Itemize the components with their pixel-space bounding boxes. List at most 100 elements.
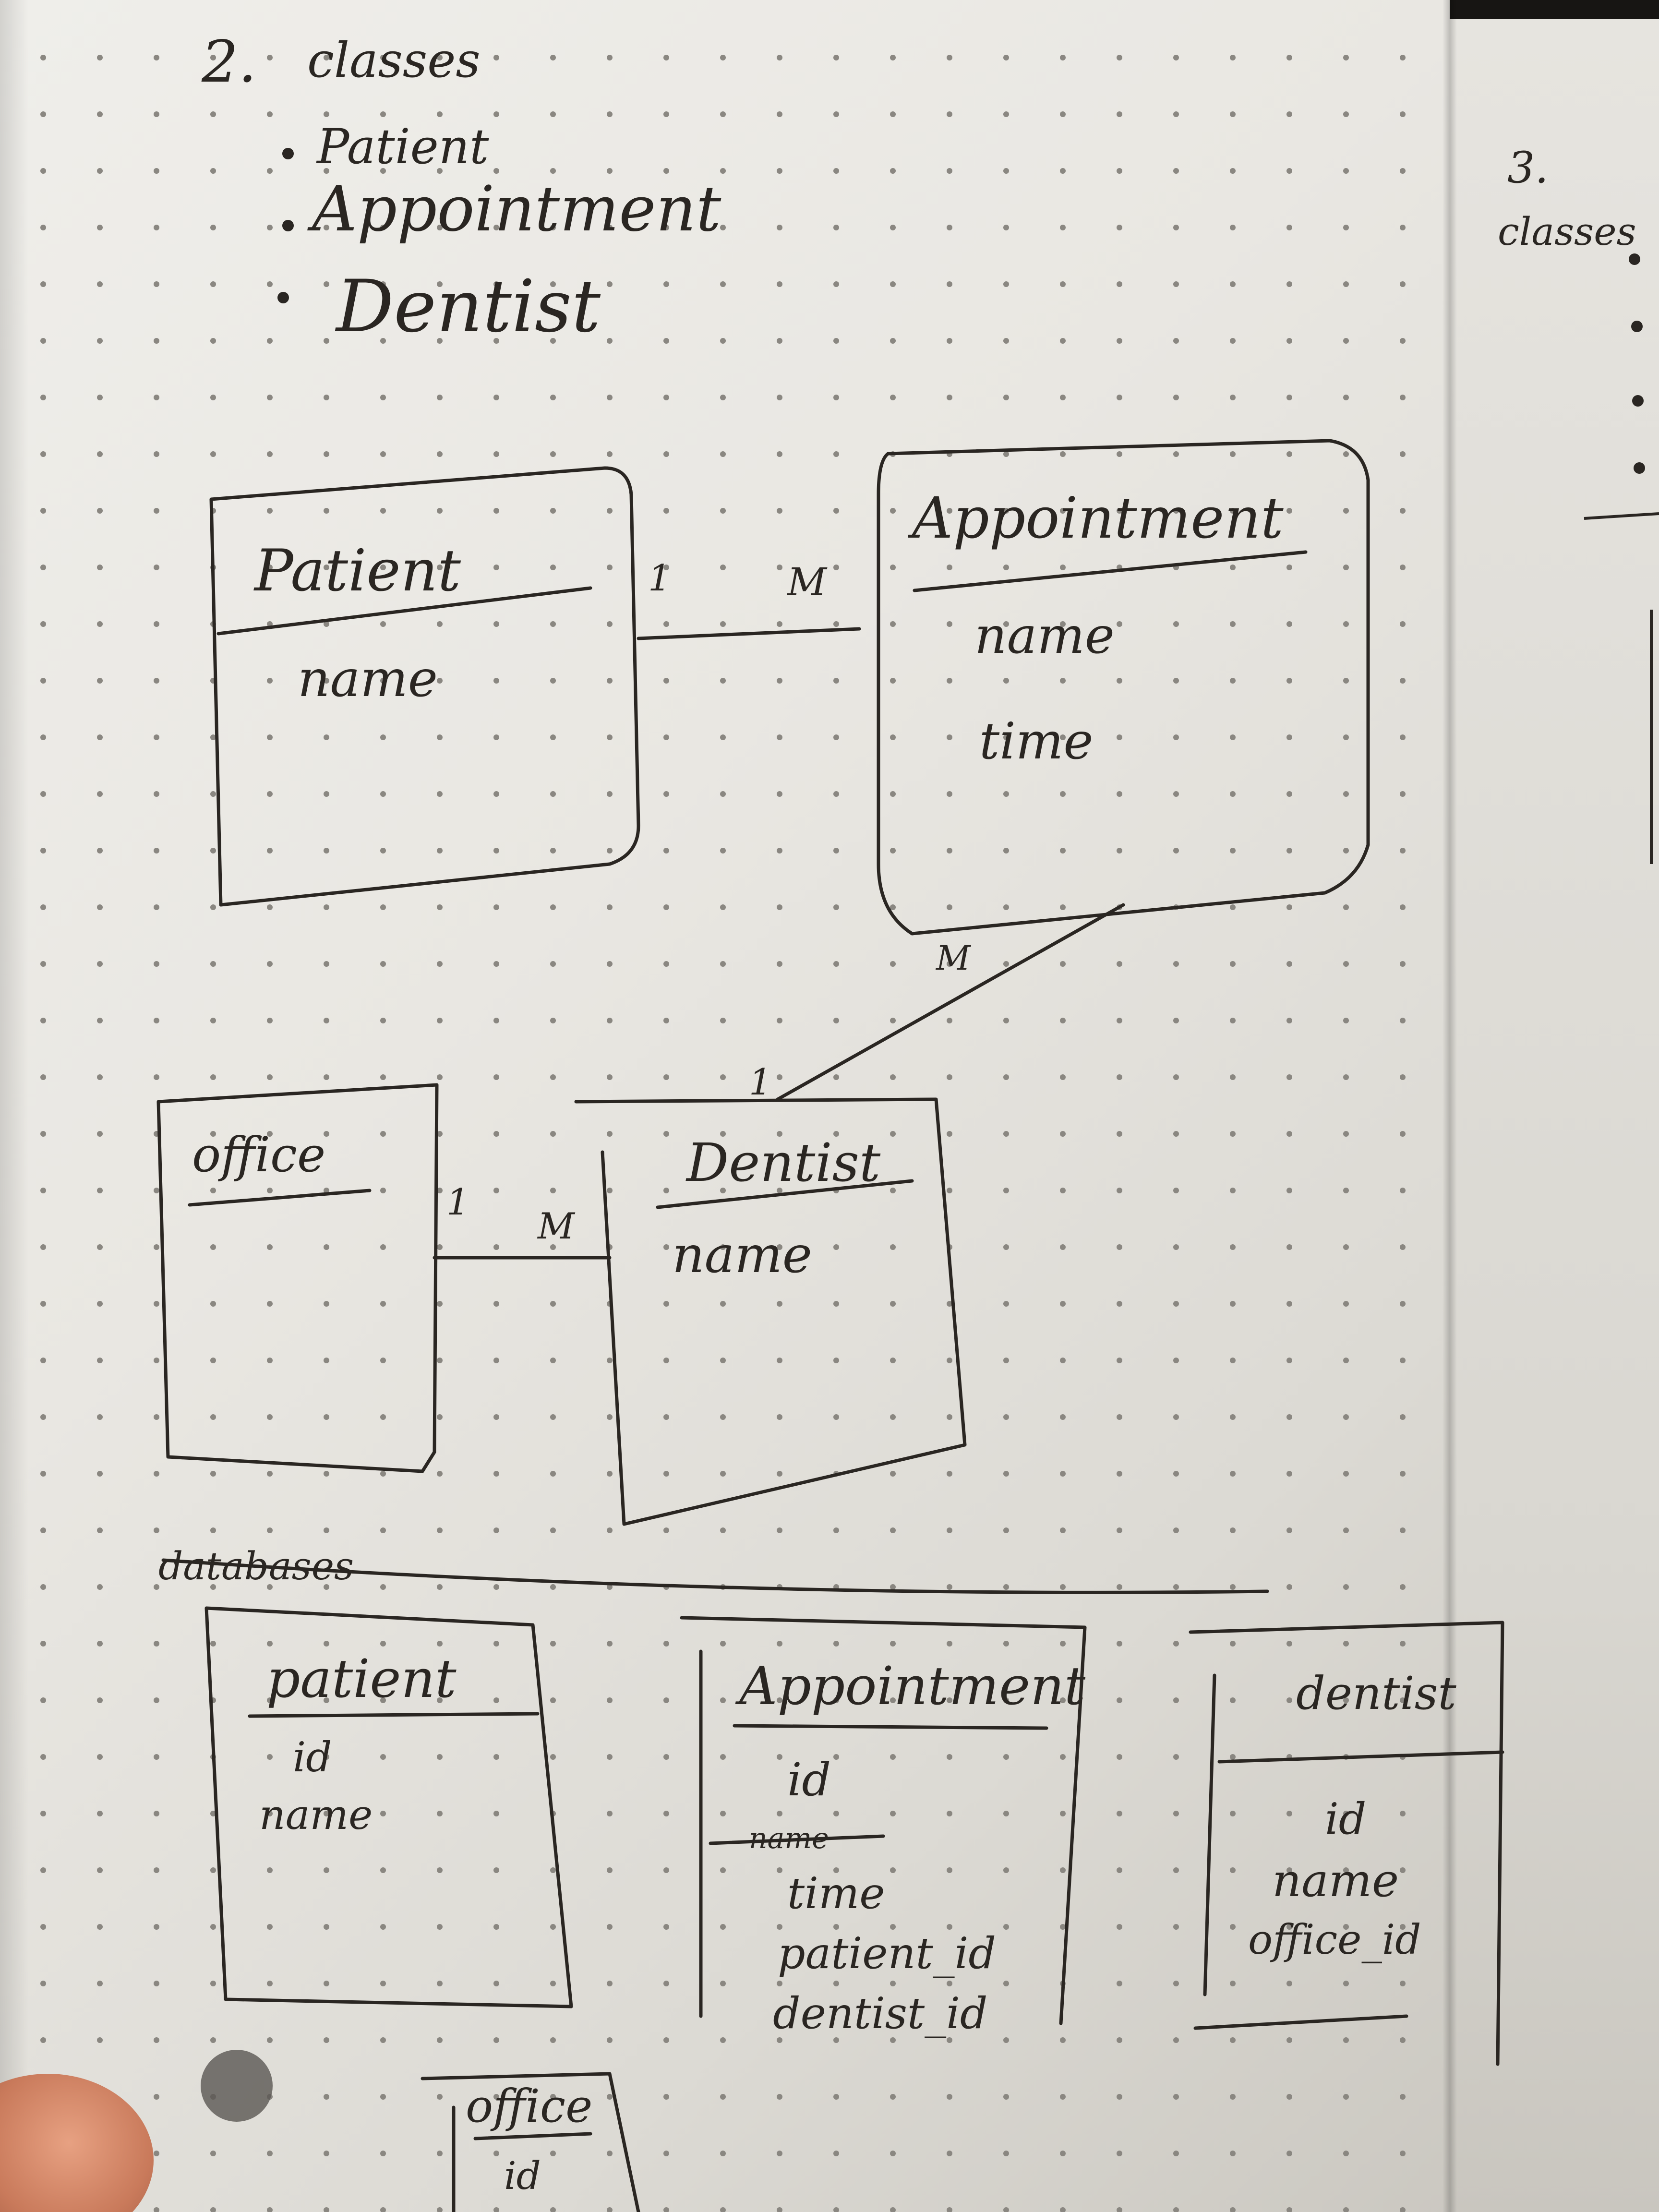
grid-dot — [550, 1641, 556, 1647]
grid-dot — [947, 1584, 952, 1590]
grid-dot — [40, 1471, 46, 1477]
grid-dot — [550, 1584, 556, 1590]
grid-dot — [777, 848, 782, 854]
grid-dot — [720, 2151, 726, 2156]
grid-dot — [1117, 281, 1122, 287]
db-dentist-field-office-id: office_id — [1248, 1916, 1421, 1964]
grid-dot — [607, 1697, 613, 1703]
grid-dot — [720, 508, 726, 514]
grid-dot — [1173, 961, 1179, 967]
grid-dot — [890, 168, 896, 174]
grid-dot — [947, 1301, 952, 1307]
grid-dot — [550, 1358, 556, 1363]
grid-dot — [1060, 2094, 1066, 2100]
grid-dot — [493, 621, 499, 627]
grid-dot — [1173, 621, 1179, 627]
grid-dot — [1286, 1867, 1292, 1873]
grid-dot — [380, 904, 386, 910]
grid-dot — [267, 1301, 273, 1307]
grid-dot — [890, 338, 896, 344]
grid-dot — [1230, 1584, 1236, 1590]
grid-dot — [833, 621, 839, 627]
grid-dot — [267, 225, 273, 230]
grid-dot — [1400, 1018, 1406, 1023]
grid-dot — [267, 1584, 273, 1590]
grid-dot — [720, 848, 726, 854]
grid-dot — [154, 2207, 159, 2212]
grid-dot — [1173, 1754, 1179, 1760]
grid-dot — [777, 961, 782, 967]
grid-dot — [777, 2207, 782, 2212]
grid-dot — [1060, 1301, 1066, 1307]
grid-dot — [1230, 1358, 1236, 1363]
side-heading-label: classes — [1498, 209, 1636, 254]
grid-dot — [607, 734, 613, 740]
grid-dot — [890, 904, 896, 910]
grid-dot — [890, 961, 896, 967]
grid-dot — [1117, 1754, 1122, 1760]
grid-dot — [607, 2037, 613, 2043]
grid-dot — [493, 2037, 499, 2043]
db-office-divider — [473, 2132, 592, 2140]
grid-dot — [1173, 225, 1179, 230]
grid-dot — [493, 1074, 499, 1080]
grid-dot — [1400, 848, 1406, 854]
appointment-class-field-name: name — [974, 606, 1115, 665]
grid-dot — [1343, 1697, 1349, 1703]
grid-dot — [40, 1244, 46, 1250]
grid-dot — [324, 1074, 329, 1080]
grid-dot — [1173, 111, 1179, 117]
grid-dot — [1230, 168, 1236, 174]
grid-dot — [154, 1018, 159, 1023]
grid-dot — [1400, 2207, 1406, 2212]
grid-dot — [720, 338, 726, 344]
grid-dot — [1286, 1641, 1292, 1647]
grid-dot — [607, 225, 613, 230]
grid-dot — [550, 791, 556, 797]
grid-dot — [1003, 1358, 1009, 1363]
grid-dot — [493, 1358, 499, 1363]
grid-dot — [40, 168, 46, 174]
grid-dot — [947, 961, 952, 967]
grid-dot — [1286, 1301, 1292, 1307]
grid-dot — [1343, 1981, 1349, 1986]
grid-dot — [1173, 1924, 1179, 1930]
notebook-page-right — [1450, 19, 1659, 2212]
grid-dot — [210, 1244, 216, 1250]
grid-dot — [267, 1358, 273, 1363]
grid-dot — [1400, 678, 1406, 684]
grid-dot — [1286, 225, 1292, 230]
grid-dot — [777, 1867, 782, 1873]
grid-dot — [324, 2037, 329, 2043]
grid-dot — [97, 1584, 103, 1590]
grid-dot — [97, 961, 103, 967]
grid-dot — [1173, 2207, 1179, 2212]
grid-dot — [1286, 904, 1292, 910]
grid-dot — [607, 621, 613, 627]
grid-dot — [1173, 734, 1179, 740]
grid-dot — [777, 1018, 782, 1023]
grid-dot — [947, 1074, 952, 1080]
grid-dot — [1400, 1471, 1406, 1477]
grid-dot — [1173, 1641, 1179, 1647]
grid-dot — [720, 1754, 726, 1760]
grid-dot — [1003, 55, 1009, 60]
grid-dot — [493, 2151, 499, 2156]
grid-dot — [210, 395, 216, 400]
grid-dot — [40, 508, 46, 514]
grid-dot — [40, 1018, 46, 1023]
grid-dot — [493, 281, 499, 287]
grid-dot — [777, 1471, 782, 1477]
grid-dot — [493, 1244, 499, 1250]
grid-dot — [1400, 2094, 1406, 2100]
grid-dot — [380, 395, 386, 400]
grid-dot — [1117, 168, 1122, 174]
grid-dot — [324, 2094, 329, 2100]
grid-dot — [380, 1301, 386, 1307]
grid-dot — [210, 338, 216, 344]
grid-dot — [550, 1414, 556, 1420]
grid-dot — [947, 848, 952, 854]
db-patient-table — [204, 1606, 573, 2008]
grid-dot — [1230, 225, 1236, 230]
grid-dot — [550, 2151, 556, 2156]
